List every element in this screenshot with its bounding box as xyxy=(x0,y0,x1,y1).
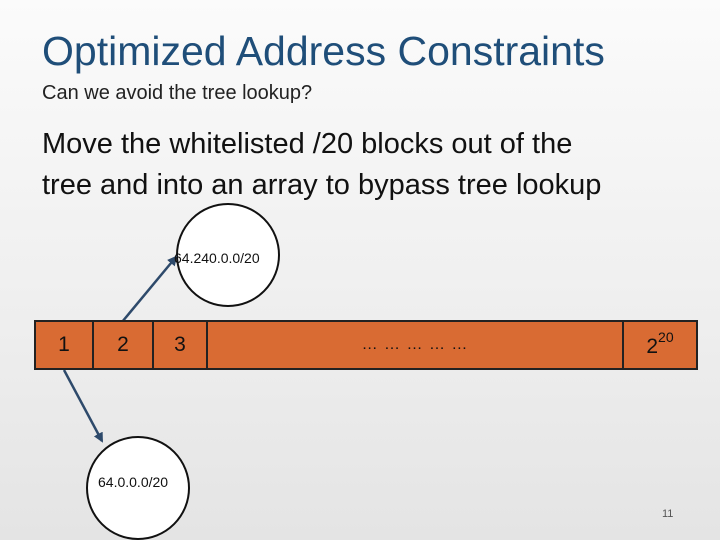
array-cell-1: 1 xyxy=(36,322,94,368)
arrow-to-top-node xyxy=(121,255,178,323)
block-array: 1 2 3 … … … … … 220 xyxy=(34,320,698,370)
page-number: 11 xyxy=(662,508,674,520)
bottom-tree-node xyxy=(86,436,190,540)
array-cell-3: 3 xyxy=(154,322,208,368)
array-cell-last-label: 220 xyxy=(646,328,674,359)
array-cell-last: 220 xyxy=(624,322,696,368)
body-line-2: tree and into an array to bypass tree lo… xyxy=(42,169,602,201)
array-cell-1-label: 1 xyxy=(58,333,70,356)
array-cell-2-label: 2 xyxy=(117,333,129,356)
body-line-1: Move the whitelisted /20 blocks out of t… xyxy=(42,128,573,160)
slide-subtitle: Can we avoid the tree lookup? xyxy=(42,82,313,104)
top-node-label: 64.240.0.0/20 xyxy=(174,250,260,266)
array-cell-last-base: 2 xyxy=(646,334,659,358)
slide-body: Move the whitelisted /20 blocks out of t… xyxy=(42,124,692,206)
array-cell-2: 2 xyxy=(94,322,154,368)
array-cell-ellipsis: … … … … … xyxy=(208,322,624,368)
bottom-node-label: 64.0.0.0/20 xyxy=(98,474,169,490)
array-cell-last-exponent: 20 xyxy=(658,328,674,345)
array-ellipsis-label: … … … … … xyxy=(361,336,469,353)
top-tree-node xyxy=(176,203,280,307)
array-cell-3-label: 3 xyxy=(174,333,186,356)
slide-title: Optimized Address Constraints xyxy=(42,28,605,74)
arrow-to-bottom-node xyxy=(62,369,104,443)
